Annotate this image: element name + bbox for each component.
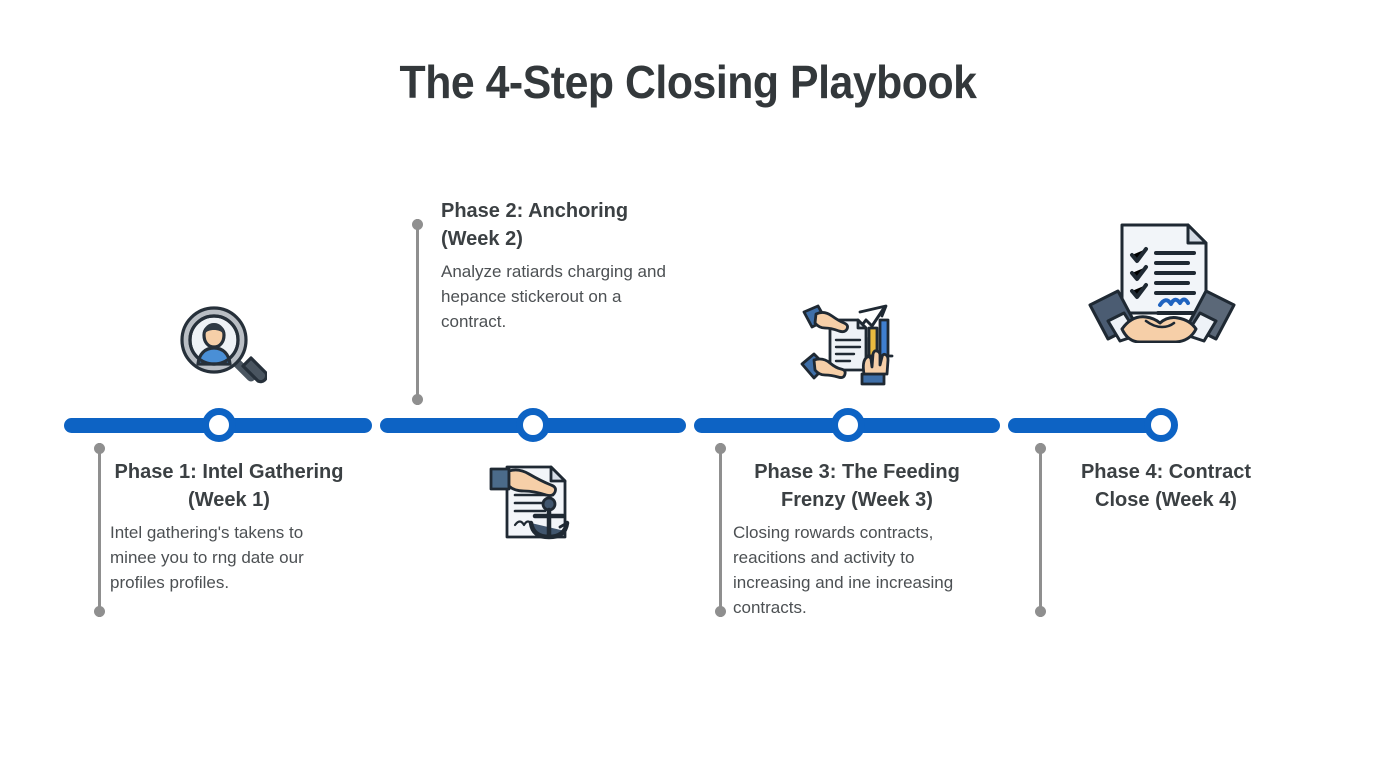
phase-title-4: Phase 4: Contract Close (Week 4) xyxy=(1080,461,1252,511)
icon-phase-4 xyxy=(1088,221,1236,343)
phase-body-3: Closing rowards contracts, reacitions an… xyxy=(733,523,954,617)
connector-line xyxy=(416,219,419,405)
timeline-marker-phase-3[interactable] xyxy=(831,408,865,442)
phase-block-3: Phase 3: The Feeding Frenzy (Week 3) Clo… xyxy=(733,458,981,621)
connector-dot-top xyxy=(412,219,423,230)
connector-phase-3 xyxy=(715,443,726,617)
connector-dot-top xyxy=(1035,443,1046,454)
icon-phase-2 xyxy=(487,459,583,543)
phase-title-3: Phase 3: The Feeding Frenzy (Week 3) xyxy=(754,461,960,511)
timeline-marker-phase-2[interactable] xyxy=(516,408,550,442)
connector-phase-2 xyxy=(412,219,423,405)
connector-dot-bottom xyxy=(1035,606,1046,617)
timeline-segment-4 xyxy=(1008,418,1168,433)
icon-phase-3 xyxy=(800,300,896,390)
phase-block-1: Phase 1: Intel Gathering (Week 1) Intel … xyxy=(110,458,348,596)
timeline-rail xyxy=(0,408,1376,442)
connector-line xyxy=(98,443,101,617)
phase-block-4: Phase 4: Contract Close (Week 4) xyxy=(1055,458,1277,521)
handshake-contract-icon xyxy=(1088,223,1236,343)
hands-document-chart-icon xyxy=(800,304,894,386)
timeline-marker-phase-1[interactable] xyxy=(202,408,236,442)
phase-title-1: Phase 1: Intel Gathering (Week 1) xyxy=(114,461,344,511)
phase-body-2: Analyze ratiards charging and hepance st… xyxy=(441,262,666,331)
connector-dot-bottom xyxy=(715,606,726,617)
connector-dot-bottom xyxy=(94,606,105,617)
hand-document-anchor-icon xyxy=(489,465,570,540)
icon-phase-1 xyxy=(175,303,267,391)
page-title: The 4-Step Closing Playbook xyxy=(399,56,977,108)
phase-body-1: Intel gathering's takens to minee you to… xyxy=(110,523,304,592)
phase-title-2: Phase 2: Anchoring (Week 2) xyxy=(441,200,629,250)
connector-dot-top xyxy=(94,443,105,454)
connector-line xyxy=(1039,443,1042,617)
connector-dot-bottom xyxy=(412,394,423,405)
timeline-marker-phase-4[interactable] xyxy=(1144,408,1178,442)
connector-phase-4 xyxy=(1035,443,1046,617)
connector-phase-1 xyxy=(94,443,105,617)
connector-line xyxy=(719,443,722,617)
magnifier-person-icon xyxy=(180,306,267,384)
connector-dot-top xyxy=(715,443,726,454)
phase-block-2: Phase 2: Anchoring (Week 2) Analyze rati… xyxy=(441,197,666,335)
